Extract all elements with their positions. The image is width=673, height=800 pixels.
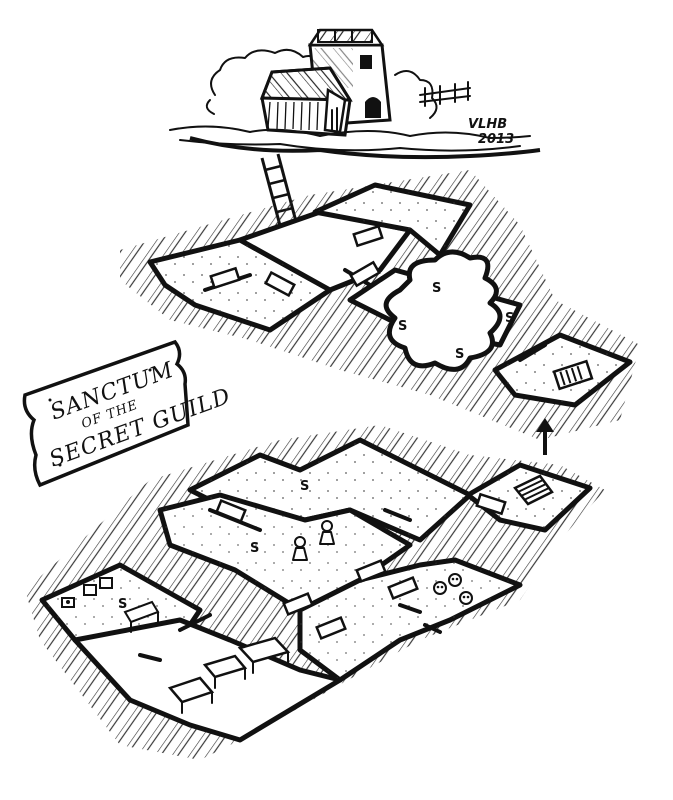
tower-door	[365, 97, 381, 118]
lower-wall-4	[138, 653, 162, 662]
tower-window	[360, 55, 372, 69]
lower-wall-6	[423, 623, 442, 634]
lower-secret-door-3[interactable]: S	[118, 597, 127, 612]
skull-icon-1	[433, 581, 447, 595]
upper-door-1[interactable]	[209, 266, 241, 290]
upper-door-3[interactable]	[352, 224, 384, 248]
bush-left	[210, 48, 322, 96]
lower-secret-door-2[interactable]: S	[250, 541, 259, 556]
workbench-icon	[123, 600, 160, 633]
ground-edge	[189, 136, 541, 160]
signature-initials: VLHB	[468, 117, 507, 132]
lower-door-4[interactable]	[282, 591, 314, 617]
chest-icon	[61, 597, 75, 608]
upper-secret-door-2[interactable]: S	[398, 319, 407, 334]
bench-icon-2	[237, 636, 291, 674]
bench-icon-1	[202, 654, 248, 689]
lower-wall-5	[398, 603, 422, 614]
fence	[419, 81, 471, 107]
lower-level: S S S	[25, 425, 605, 760]
lower-door-5[interactable]	[387, 575, 419, 601]
lower-wall-2	[383, 508, 412, 522]
lower-door-2[interactable]	[475, 492, 507, 516]
upper-secret-door-4[interactable]: S	[455, 347, 464, 362]
lower-secret-door-1[interactable]: S	[300, 479, 309, 494]
ground-line-mid	[179, 139, 521, 152]
lower-door-1[interactable]	[215, 498, 247, 524]
title-sign: SANCTUM OF THE SECRET GUILD	[22, 339, 234, 488]
lower-door-3[interactable]	[355, 558, 387, 584]
crate-icon	[83, 577, 113, 596]
bush-right	[394, 70, 438, 119]
surface-buildings: VLHB 2013	[169, 28, 541, 160]
upper-door-2[interactable]	[264, 270, 296, 298]
lower-door-6[interactable]	[315, 615, 347, 641]
lower-wall-3	[178, 613, 212, 632]
statue-icon-1	[292, 536, 308, 561]
upper-wall-3	[518, 343, 547, 362]
signature-year: 2013	[478, 132, 514, 147]
up-arrow-icon	[536, 418, 554, 455]
upper-clover-chamber	[383, 249, 503, 372]
skull-icon-3	[459, 591, 473, 605]
barn	[259, 66, 353, 137]
upper-door-4[interactable]	[349, 260, 381, 288]
bench-icon-3	[167, 676, 215, 714]
statue-icon-2	[319, 520, 335, 545]
ground-line-top	[169, 125, 531, 139]
upper-secret-door-1[interactable]: S	[432, 281, 441, 296]
bush-left-lower	[205, 99, 215, 115]
upper-secret-door-3[interactable]: S	[505, 311, 514, 326]
upper-stairs-icon	[552, 359, 594, 391]
upper-level: S S S S	[120, 170, 640, 440]
lower-stairs-icon	[513, 474, 554, 506]
skull-icon-2	[448, 573, 462, 587]
